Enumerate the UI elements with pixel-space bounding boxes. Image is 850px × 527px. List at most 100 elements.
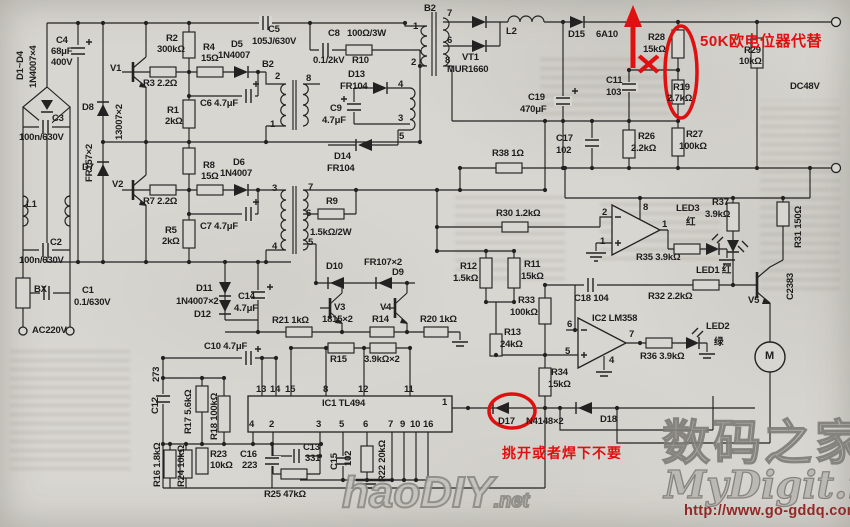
component-label: 7 — [447, 8, 453, 19]
component-label: 4.7μF — [234, 303, 258, 314]
component-label: R26 — [638, 131, 655, 142]
component-label: R29 — [744, 45, 761, 56]
component-label: C2383 — [785, 273, 796, 300]
component-label: 10kΩ — [739, 56, 762, 67]
component-label: 2kΩ — [165, 116, 183, 127]
component-label: 2 — [602, 207, 608, 218]
component-label: B2 — [262, 59, 274, 70]
component-label: R2 — [166, 33, 178, 44]
component-label: 470μF — [520, 104, 547, 115]
component-label: 6 — [363, 419, 369, 430]
component-label: 15 — [285, 384, 296, 395]
component-label: 6 — [306, 208, 312, 219]
component-label: C9 — [330, 103, 342, 114]
component-label: R37 — [712, 197, 729, 208]
component-label: C11 — [606, 75, 623, 86]
component-label: B2 — [424, 3, 436, 14]
component-label: C7 4.7μF — [200, 221, 239, 232]
component-label: 13007×2 — [114, 104, 125, 140]
component-label: 8 — [445, 55, 451, 66]
component-label: FR107×2 — [364, 257, 402, 268]
component-label: 3.9kΩ×2 — [364, 354, 400, 365]
component-label: 0.1/630V — [74, 297, 111, 308]
component-label: 绿 — [714, 337, 724, 348]
component-label: 1 — [662, 219, 668, 230]
component-label: R10 — [352, 55, 369, 66]
component-label: D18 — [600, 414, 617, 425]
component-label: C18 104 — [574, 293, 609, 304]
component-label: 10 — [410, 419, 421, 430]
component-label: R12 — [460, 261, 477, 272]
component-label: 7 — [629, 329, 635, 340]
component-label: 3 — [398, 113, 404, 124]
component-label: R24 10kΩ — [176, 445, 187, 487]
component-label: 14 — [270, 384, 281, 395]
diode-symbols — [41, 16, 771, 414]
component-label: R14 — [372, 314, 389, 325]
component-label: 15Ω — [201, 53, 219, 64]
component-label: 24kΩ — [500, 339, 523, 350]
component-label: V4 — [380, 302, 392, 313]
component-label: 9 — [400, 419, 406, 430]
component-label: C4 — [56, 35, 68, 46]
component-label: 11 — [404, 384, 414, 395]
component-label: BX — [34, 284, 47, 295]
component-label: R35 3.9kΩ — [636, 252, 681, 263]
component-label: D6 — [233, 157, 245, 168]
component-label: C5 — [268, 24, 280, 35]
component-label: 100n/630V — [19, 132, 64, 143]
component-label: R17 5.6kΩ — [183, 389, 194, 434]
component-label: C13 — [303, 442, 320, 453]
component-label: C16 — [240, 449, 257, 460]
watermark-brand-cn: 数码之家 — [661, 417, 850, 470]
component-label: 223 — [242, 460, 258, 471]
component-label: C19 — [528, 92, 545, 103]
opamp2-symbol — [577, 316, 628, 370]
component-label: V5 — [748, 295, 760, 306]
annotation-circle-divider — [663, 24, 699, 120]
watermark-haodiy-tld: .net — [493, 489, 531, 513]
component-label: 1 — [600, 236, 606, 247]
component-label: 2 — [275, 71, 281, 82]
component-label: MUR1660 — [447, 64, 489, 75]
component-label: 102 — [556, 145, 572, 156]
component-label: C17 — [556, 133, 573, 144]
component-label: C15 — [329, 453, 340, 470]
junction-dots — [75, 19, 813, 483]
component-label: 2 — [411, 57, 417, 68]
watermark-haodiy-text: haoDIY — [341, 467, 495, 518]
annotation-arrow-up — [624, 5, 642, 68]
component-label: FR104 — [327, 163, 355, 174]
component-label: D15 — [568, 29, 585, 40]
component-label: D14 — [334, 151, 351, 162]
component-label: V3 — [334, 302, 346, 313]
component-label: D7 — [82, 162, 94, 173]
component-label: V2 — [112, 179, 124, 190]
component-label: 273 — [151, 366, 162, 382]
watermark-haodiy: haoDIY.net — [341, 467, 531, 518]
component-label: D11 — [196, 283, 213, 294]
component-label: 103 — [606, 87, 622, 98]
opamp1-symbol — [611, 203, 662, 257]
component-label: AC220V — [32, 325, 67, 336]
component-label: 4 — [272, 241, 278, 252]
component-label: R27 — [686, 129, 703, 140]
annotation-note-remove: 挑开或者焊下不要 — [502, 445, 622, 461]
component-label: C12 — [150, 397, 161, 414]
component-label: 400V — [51, 57, 73, 68]
component-label: R20 1kΩ — [420, 314, 457, 325]
component-label: FR104 — [340, 81, 368, 92]
component-label: 13 — [256, 384, 267, 395]
scan-bleed-noise — [760, 100, 840, 290]
cap-masks — [39, 16, 638, 466]
component-label: D10 — [326, 261, 343, 272]
component-label: 8 — [306, 73, 312, 84]
component-label: LED2 — [706, 321, 730, 332]
component-label: D5 — [231, 39, 243, 50]
component-label: R18 100kΩ — [209, 392, 220, 440]
component-label: D1~D4 — [15, 51, 26, 80]
component-label: 15kΩ — [521, 271, 544, 282]
component-label: IC1 TL494 — [322, 398, 366, 409]
component-label: R7 2.2Ω — [143, 196, 178, 207]
